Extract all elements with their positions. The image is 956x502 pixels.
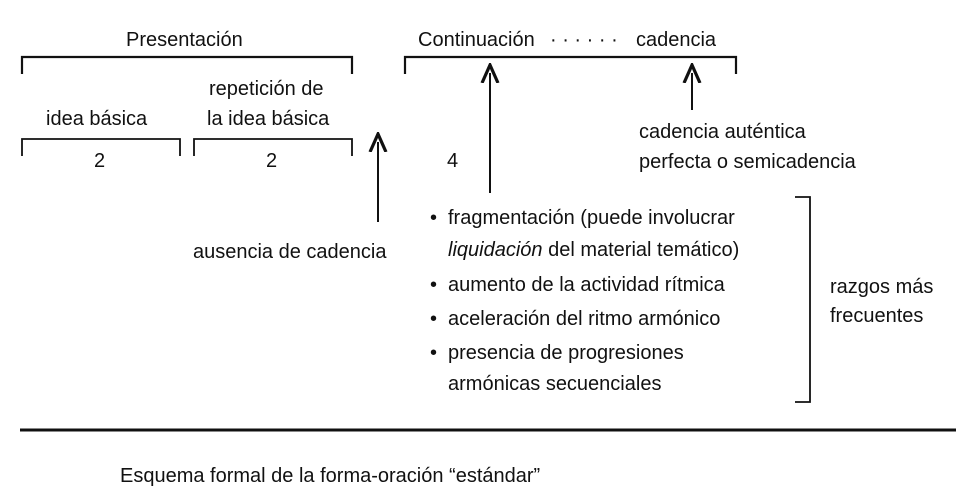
repeticion-label-line2: la idea básica: [207, 108, 330, 130]
razgos-label-line1: razgos más: [830, 276, 934, 298]
caption: Esquema formal de la forma-oración “está…: [120, 465, 541, 487]
feature-actividad-ritmica: aumento de la actividad rítmica: [430, 274, 725, 296]
feature-progresiones: presencia de progresiones: [430, 342, 684, 364]
feature-fragmentacion: fragmentación (puede involucrar: [430, 207, 735, 229]
ausencia-label: ausencia de cadencia: [193, 241, 387, 263]
feature-fragmentacion-text: fragmentación (puede involucrar: [448, 207, 735, 229]
measures-repeticion: 2: [266, 150, 278, 172]
continuacion-bracket: [403, 55, 738, 74]
cadencia-desc-line1: cadencia auténtica: [639, 121, 806, 143]
idea-basica-bracket: [21, 138, 181, 156]
feature-ritmo-armonico-text: aceleración del ritmo armónico: [448, 308, 721, 330]
feature-progresiones-line2: armónicas secuenciales: [448, 373, 662, 395]
cadencia-desc-line2: perfecta o semicadencia: [639, 151, 856, 173]
cadencia-title: cadencia: [636, 29, 717, 51]
repeticion-label-line1: repetición de: [209, 78, 324, 100]
presentacion-title: Presentación: [126, 29, 243, 51]
repeticion-bracket: [193, 138, 353, 156]
continuacion-dots: · · · · · ·: [550, 29, 618, 51]
feature-liquidacion-italic: liquidación: [448, 239, 543, 261]
feature-progresiones-text: presencia de progresiones: [448, 342, 684, 364]
measures-continuacion: 4: [447, 150, 459, 172]
feature-liquidacion-rest: del material temático): [542, 239, 740, 261]
feature-ritmo-armonico: aceleración del ritmo armónico: [430, 308, 721, 330]
measures-idea-basica: 2: [94, 150, 106, 172]
features-bracket: [795, 196, 811, 403]
continuacion-title: Continuación: [418, 29, 535, 51]
idea-basica-label: idea básica: [46, 108, 148, 130]
feature-liquidacion: liquidación del material temático): [448, 240, 739, 260]
razgos-label-line2: frecuentes: [830, 305, 924, 327]
feature-actividad-ritmica-text: aumento de la actividad rítmica: [448, 274, 725, 296]
presentacion-bracket: [20, 55, 354, 74]
